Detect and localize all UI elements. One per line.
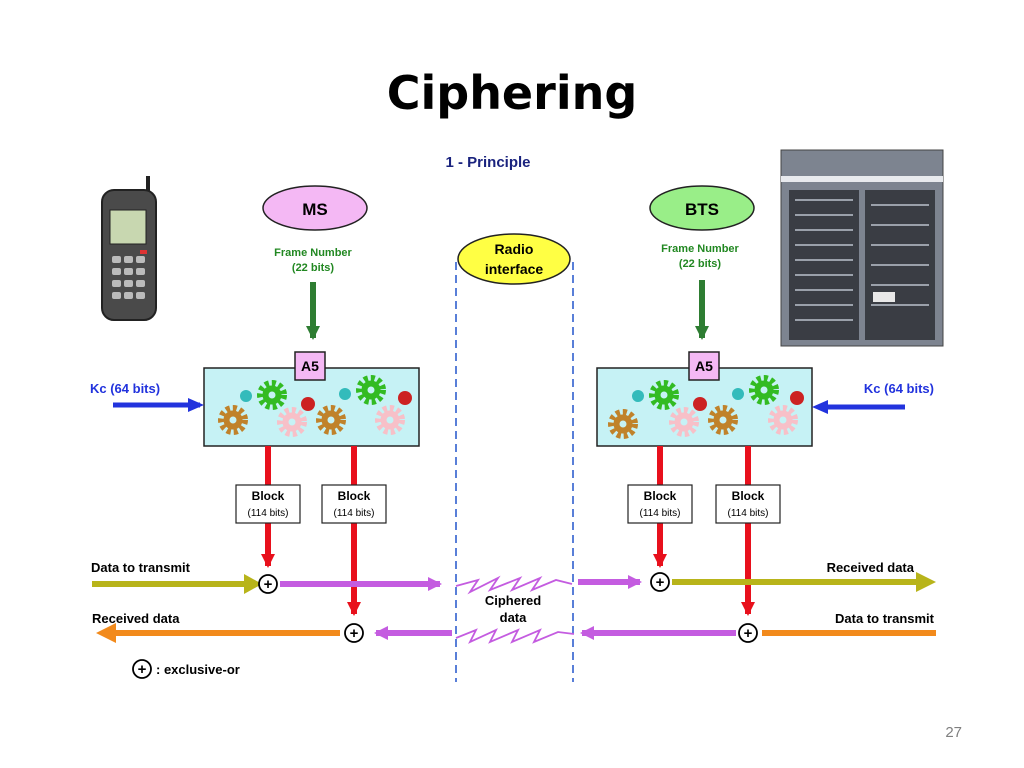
slide-title: Ciphering xyxy=(386,66,638,120)
ms-xor-lower: + xyxy=(344,623,364,643)
ms-cipher-box xyxy=(203,367,420,447)
ms-block2-line2: (114 bits) xyxy=(334,508,375,519)
bts-cipher-box xyxy=(596,367,813,447)
bts-block1-box: Block (114 bits) xyxy=(627,484,693,524)
legend-symbol: + xyxy=(138,661,147,678)
ms-xor-upper: + xyxy=(258,574,278,594)
bts-frame-number-line1: Frame Number xyxy=(661,243,739,255)
ms-block2-line1: Block xyxy=(338,489,371,503)
ms-xor-upper-symbol: + xyxy=(264,576,273,593)
ms-received-data-label: Received data xyxy=(92,611,180,626)
ciphered-data-line1: Ciphered xyxy=(485,593,541,608)
radio-interface-bubble: Radio interface xyxy=(457,233,571,285)
ms-data-to-transmit-label: Data to transmit xyxy=(91,560,191,575)
bts-xor-lower-symbol: + xyxy=(744,625,753,642)
bts-block2-line1: Block xyxy=(732,489,765,503)
radio-zigzag-upper xyxy=(455,575,573,595)
bts-block2-box: Block (114 bits) xyxy=(715,484,781,524)
radio-line2: interface xyxy=(485,261,544,277)
radio-zigzag-lower xyxy=(455,628,575,644)
ms-received-arrowhead xyxy=(96,623,116,643)
subtitle: 1 - Principle xyxy=(445,154,530,171)
ms-block2-box: Block (114 bits) xyxy=(321,484,387,524)
bts-label: BTS xyxy=(685,200,719,219)
ms-bubble: MS xyxy=(262,185,368,231)
bts-a5-label: A5 xyxy=(695,358,713,374)
bts-gears xyxy=(611,378,804,436)
bts-a5-box xyxy=(688,351,720,381)
mobile-phone-icon xyxy=(101,176,157,321)
ms-transmit-arrowhead xyxy=(244,574,262,594)
bts-xor-lower: + xyxy=(738,623,758,643)
bts-bubble: BTS xyxy=(649,185,755,231)
bts-kc-label: Kc (64 bits) xyxy=(864,381,934,396)
ms-frame-number-line1: Frame Number xyxy=(274,247,352,259)
ms-kc-label: Kc (64 bits) xyxy=(90,381,160,396)
legend-text: : exclusive-or xyxy=(156,662,240,677)
page-number: 27 xyxy=(945,724,962,741)
ms-kc-arrowhead xyxy=(188,398,204,412)
ms-a5-label: A5 xyxy=(301,358,319,374)
bts-frame-number-line2: (22 bits) xyxy=(679,258,722,270)
bts-xor-upper: + xyxy=(650,572,670,592)
bts-received-data-label: Received data xyxy=(827,560,915,575)
legend: + : exclusive-or xyxy=(132,659,240,679)
bts-kc-arrowhead xyxy=(812,400,828,414)
ms-label: MS xyxy=(302,200,328,219)
ms-block1-line2: (114 bits) xyxy=(248,508,289,519)
radio-line1: Radio xyxy=(495,241,534,257)
ms-block1-box: Block (114 bits) xyxy=(235,484,301,524)
bts-block2-line2: (114 bits) xyxy=(728,508,769,519)
ms-a5-box xyxy=(294,351,326,381)
ms-gears xyxy=(221,378,412,434)
ciphered-data-line2: data xyxy=(500,610,528,625)
ms-block1-line1: Block xyxy=(252,489,285,503)
bts-data-to-transmit-label: Data to transmit xyxy=(835,611,935,626)
bts-xor-upper-symbol: + xyxy=(656,574,665,591)
ms-frame-number-line2: (22 bits) xyxy=(292,262,335,274)
bts-cabinet-icon xyxy=(780,149,944,347)
bts-received-arrowhead xyxy=(916,572,936,592)
bts-block1-line1: Block xyxy=(644,489,677,503)
bts-block1-line2: (114 bits) xyxy=(640,508,681,519)
ms-xor-lower-symbol: + xyxy=(350,625,359,642)
